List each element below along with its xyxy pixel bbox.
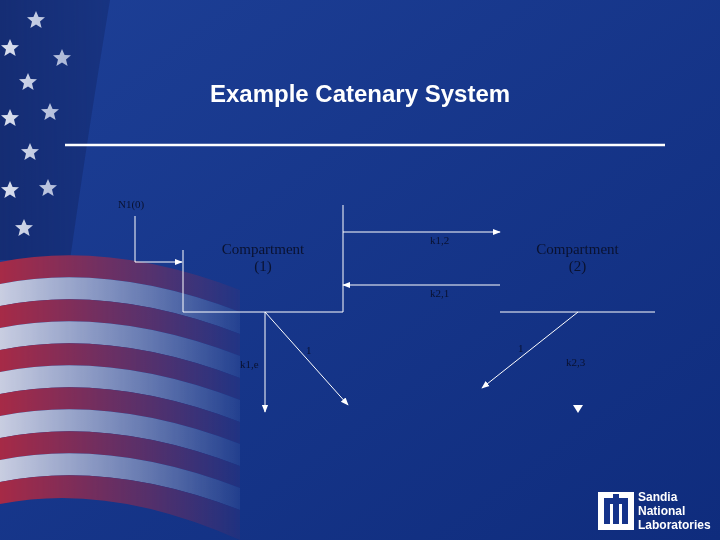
rate-constant: k1,2	[430, 234, 449, 246]
logo-text: Sandia National Laboratories	[638, 490, 716, 532]
outflow-arrow	[265, 312, 348, 405]
rate-arrow	[343, 285, 500, 286]
compartment-box: Compartment (2)	[500, 205, 655, 312]
sandia-logo-icon	[598, 492, 634, 530]
rate-constant: k2,1	[430, 287, 449, 299]
initial-amount: N1(0)	[118, 198, 144, 210]
flow-number: 1	[306, 344, 312, 356]
slide-title: Example Catenary System	[210, 80, 510, 108]
outflow-arrow	[482, 312, 578, 388]
elimination-arrow	[265, 312, 266, 412]
rate-constant: k2,3	[566, 356, 585, 368]
rate-constant: k1,e	[240, 358, 259, 370]
flow-number: 1	[518, 342, 524, 354]
input-arrow	[135, 216, 182, 262]
flag-illustration	[0, 0, 240, 540]
compartment-outline	[183, 205, 343, 312]
arrowhead	[573, 405, 583, 413]
compartment-box: Compartment (1)	[183, 205, 343, 312]
rate-arrow	[343, 232, 500, 233]
compartment-label: Compartment (1)	[218, 241, 308, 275]
title-rule	[65, 144, 665, 147]
compartment-label: Compartment (2)	[533, 241, 623, 275]
